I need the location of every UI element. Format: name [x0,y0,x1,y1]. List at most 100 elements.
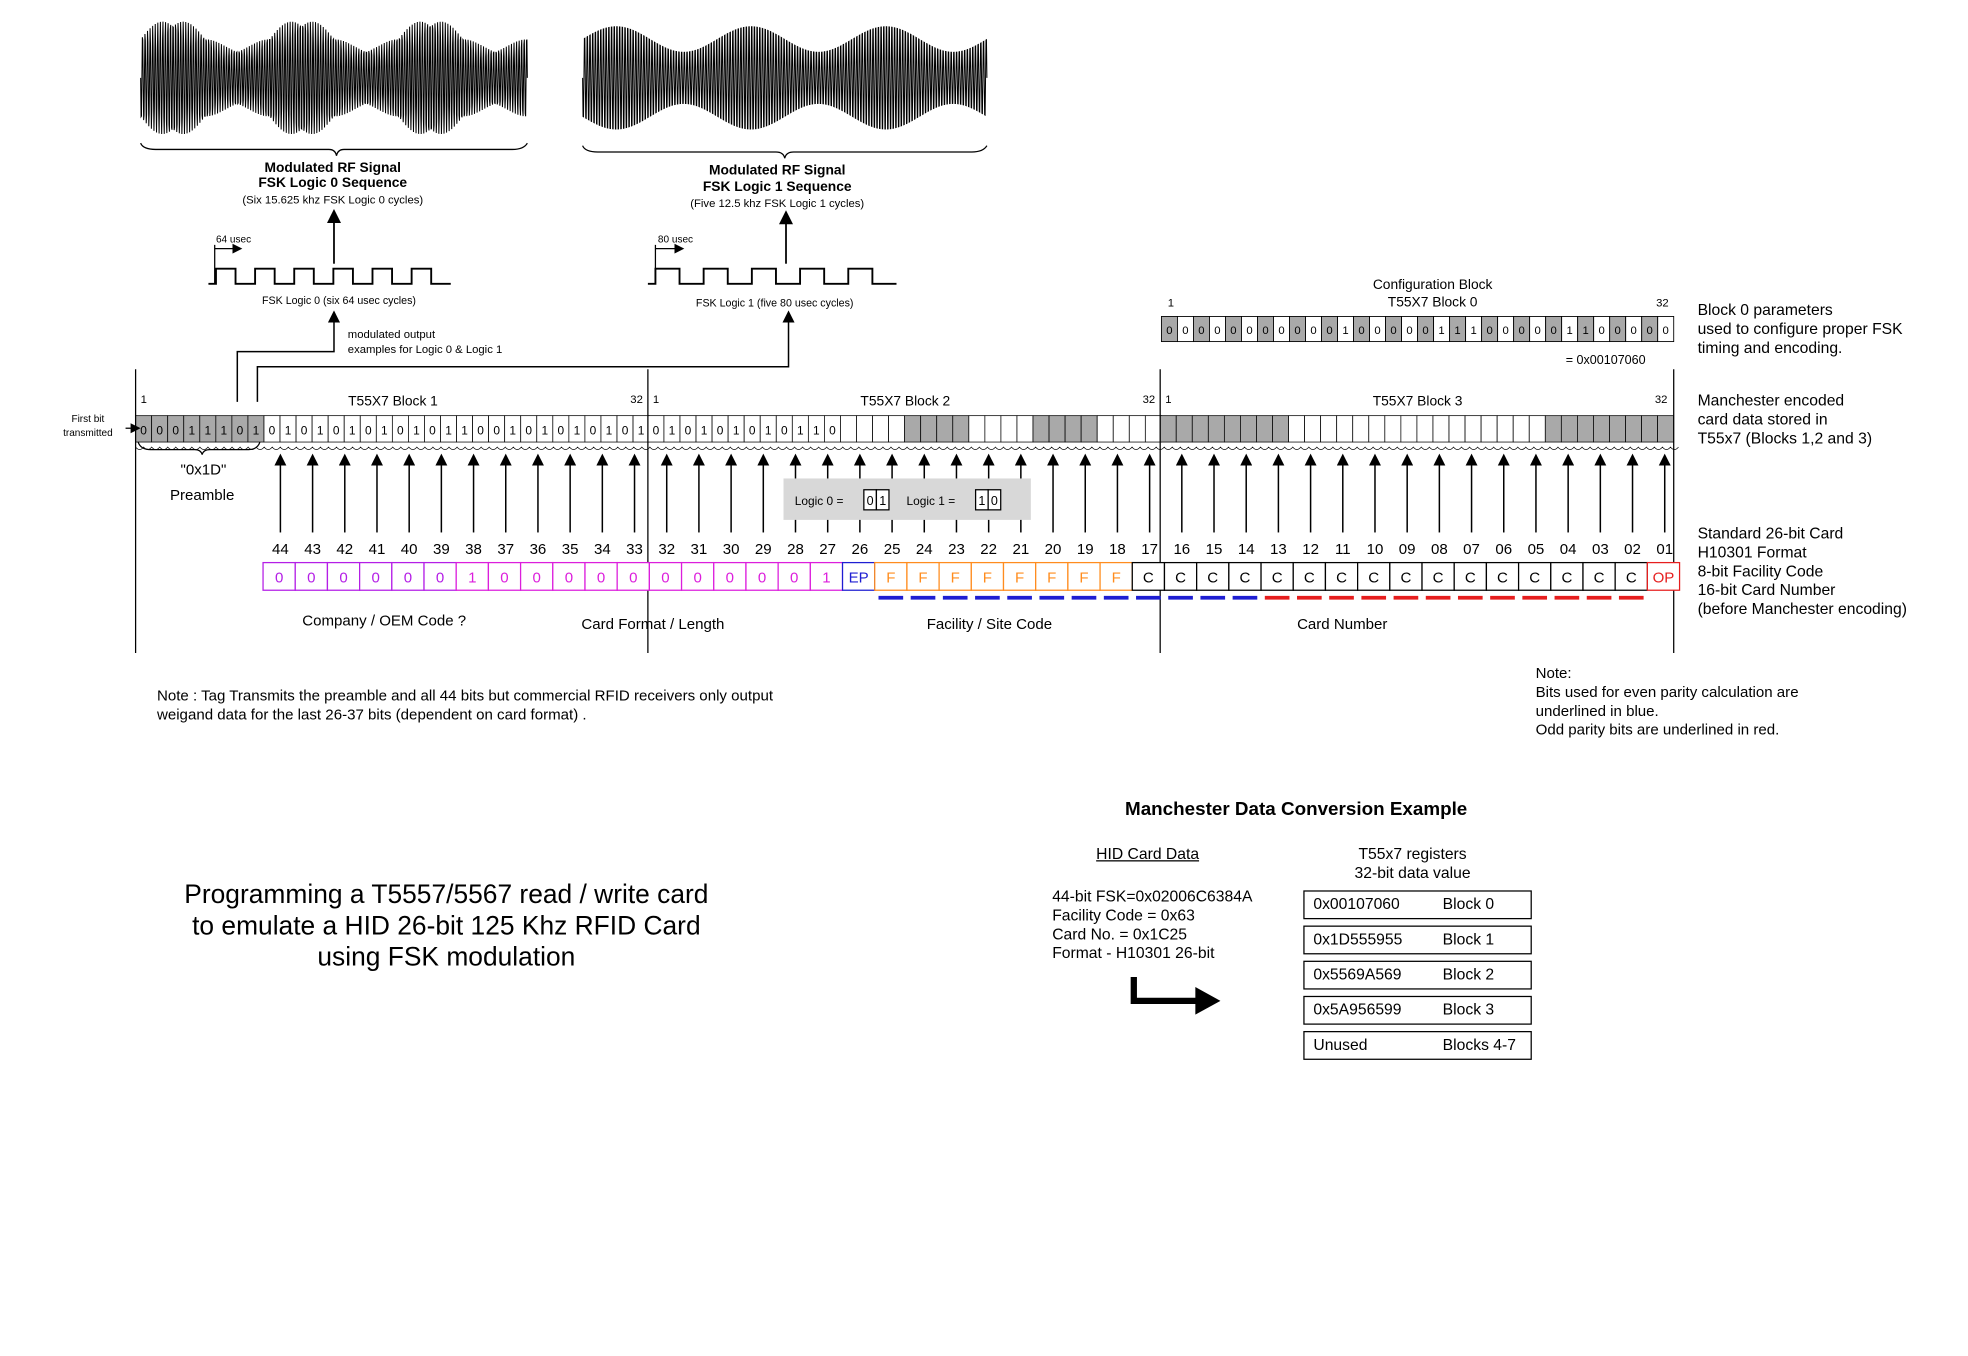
group-format: Card Format / Length [581,616,724,633]
bit-number: 37 [497,541,514,558]
bit-value-cell [874,561,908,591]
note-tag-transmits: Note : Tag Transmits the preamble and al… [157,687,773,725]
block-bit-cell [1593,415,1610,443]
block-end: 32 [630,394,643,406]
bit-number: 06 [1495,541,1512,558]
block-start: 1 [141,394,147,406]
block-bit-value: 0 [829,424,836,438]
logic1-label: Logic 1 = [907,494,956,508]
block-bit-value: 1 [669,424,676,438]
bit-value: EP [849,570,869,587]
bit-number: 12 [1302,541,1319,558]
bit-value: C [1529,570,1540,587]
block-bit-cell [840,415,857,443]
config-bit-value: 0 [1390,325,1396,337]
side-label-block0-line3: timing and encoding. [1697,339,1843,357]
bit-value: C [1400,570,1411,587]
block-bit-value: 0 [781,424,788,438]
bit-value: C [1497,570,1508,587]
modulated-note-2: examples for Logic 0 & Logic 1 [348,344,502,356]
block-bit-cell [872,415,889,443]
block-bit-cell [1144,415,1162,443]
bit-number: 19 [1077,541,1094,558]
hid-card-data: 44-bit FSK=0x02006C6384A Facility Code =… [1052,888,1252,963]
block-bit-cell [1272,415,1289,443]
bit-number: 15 [1206,541,1223,558]
block-bit-cell [968,415,986,443]
block-bit-cell [1641,415,1658,443]
side-label-manchester-line2: card data stored in [1697,410,1828,429]
bit-number: 13 [1270,541,1287,558]
side-label-standard-line4: 16-bit Card Number [1697,581,1836,600]
block-bit-value: 1 [574,424,581,438]
note-left-line1: Note : Tag Transmits the preamble and al… [156,686,774,705]
config-heading: Configuration Block [1373,276,1493,292]
bit-value: C [1207,570,1218,587]
rf-waveform-logic0 [140,21,528,135]
bit-numbers-and-values: 4404304204104003903813703603503403303203… [262,453,1681,600]
bit-number: 34 [594,541,611,558]
block-bit-cell [1352,415,1370,443]
bit-value-cell [1228,561,1262,591]
block-bit-cell [1256,415,1273,443]
registers-heading: T55x7 registers 32-bit data value [1306,845,1519,883]
connector-left [236,310,341,402]
note-right-line2: Bits used for even parity calculation ar… [1535,683,1799,701]
bit-number: 08 [1431,541,1448,558]
block-bit-cell [1625,415,1642,443]
bit-value: C [1433,570,1444,587]
config-bit-value: 0 [1166,325,1172,337]
group-card: Card Number [1297,616,1387,633]
bit-value: 1 [822,570,830,587]
block-bit-cell [1080,415,1098,443]
bit-value: OP [1653,570,1675,587]
block-label: T55X7 Block 1 [348,393,438,409]
bit-value: F [1015,570,1024,587]
block-bit-value: 0 [429,424,436,438]
bit-number: 43 [304,541,321,558]
preamble-label: Preamble [170,487,234,504]
bit-value: 1 [468,570,476,587]
bit-value-cell [1517,561,1552,591]
bit-value-cell [1646,561,1681,591]
bit-value: F [983,570,992,587]
bit-number: 44 [272,541,289,558]
register-value: 0x5569A569 [1313,965,1402,984]
block-bit-cell [1432,415,1450,443]
conversion-arrowhead [1195,987,1221,1015]
bit-number: 02 [1624,541,1641,558]
config-end: 32 [1656,297,1669,309]
preamble-value: "0x1D" [181,462,227,479]
side-label-manchester-line3: T55x7 (Blocks 1,2 and 3) [1697,429,1873,448]
config-bit-value: 0 [1198,325,1204,337]
config-bit-value: 0 [1326,325,1332,337]
config-bit-value: 0 [1518,325,1524,337]
bit-value-cell [326,561,361,591]
bit-value-cell [423,561,457,591]
block-bit-value: 1 [317,424,324,438]
bit-number: 16 [1173,541,1190,558]
bit-value-cell [1002,561,1037,591]
bit-value-cell [1421,561,1455,591]
hid-card-heading: HID Card Data [1096,845,1200,863]
bit-number: 25 [884,541,901,558]
block-bit-value: 0 [140,424,147,438]
wave-right-title-2: FSK Logic 1 Sequence [703,178,852,194]
bit-value: 0 [436,570,444,587]
block-bit-value: 1 [188,424,195,438]
block-bit-value: 1 [541,424,548,438]
block-bit-value: 0 [397,424,404,438]
block-bit-cell [904,415,922,443]
bit-value-cell [680,561,715,591]
block-bit-cell [1336,415,1354,443]
note-left-line2: weigand data for the last 26-37 bits (de… [156,705,587,724]
bit-number: 28 [787,541,804,558]
conversion-arrow [1130,977,1206,1005]
config-bit-value: 0 [1230,325,1236,337]
register-value: Unused [1313,1036,1368,1054]
block-bit-cell [952,415,970,443]
block-bit-value: 1 [797,424,804,438]
note-parity: Note: Bits used for even parity calculat… [1536,664,1799,739]
period-left: 64 usec [216,234,251,245]
